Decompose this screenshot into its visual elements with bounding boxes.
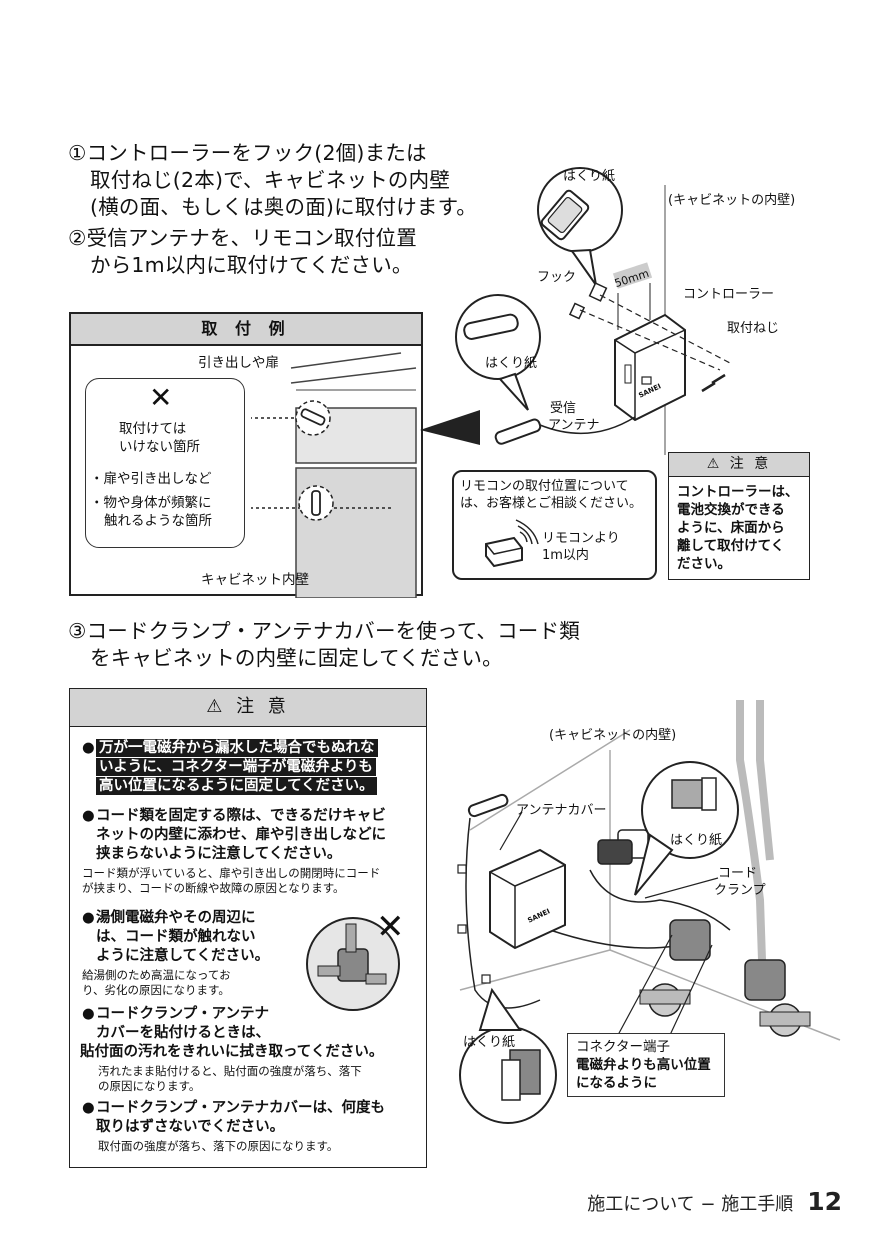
- bottom-cabinet-wall-label: (キャビネットの内壁): [549, 728, 677, 743]
- installation-example-box: 取 付 例 引き出しや扉 ✕ 取付けては いけない箇所 ・扉や引き出しなど ・物…: [69, 312, 423, 598]
- caution-item-3: ●湯側電磁弁やその周辺に は、コード類が触れない ように注意してください。 給湯…: [82, 910, 270, 997]
- remote-distance-label-2: 1m以内: [542, 548, 589, 563]
- cabinet-drawing: [251, 352, 417, 598]
- hot-valve-prohibited-drawing: ✕: [306, 907, 405, 1011]
- prohibited-x-icon: ✕: [376, 907, 405, 947]
- antenna-cover-icon: [467, 793, 509, 818]
- bullet-icon: ●: [82, 1100, 95, 1116]
- footer-section: 施工について − 施工手順: [587, 1194, 794, 1215]
- bullet-icon: ●: [82, 808, 95, 824]
- prohibited-area-box: ✕ 取付けては いけない箇所 ・扉や引き出しなど ・物や身体が頻繁に 触れるよう…: [85, 378, 245, 548]
- caution-item-1: ●万が一電磁弁から漏水した場合でもぬれな いように、コネクター端子が電磁弁よりも…: [82, 739, 378, 796]
- caution-controller-line-1: コントローラーは、: [677, 484, 799, 500]
- caution-controller-line-5: ださい。: [677, 556, 731, 572]
- hook-label: フック: [537, 270, 577, 285]
- step-2-line-1: ②受信アンテナを、リモコン取付位置: [68, 226, 417, 250]
- step-3-text: ③コードクランプ・アンテナカバーを使って、コード類 をキャビネットの内壁に固定し…: [68, 618, 580, 672]
- peel-paper-label: はくり紙: [563, 169, 616, 184]
- cabinet-inner-label: キャビネット内壁: [201, 572, 309, 588]
- caution-controller-head: ⚠ 注 意: [669, 453, 809, 477]
- antenna-peel-label: はくり紙: [485, 356, 538, 371]
- antenna-icon: [494, 418, 542, 445]
- connector-label-3: になるように: [576, 1075, 657, 1091]
- caution-controller-line-3: ように、床面から: [677, 520, 785, 536]
- antenna-label-1: 受信: [550, 401, 577, 416]
- bullet-icon: ●: [82, 1006, 95, 1022]
- bullet-icon: ●: [82, 910, 95, 926]
- bullet-icon: ●: [82, 740, 95, 756]
- caution-cord-title: 注 意: [236, 696, 290, 717]
- connector-terminal-box: コネクター端子 電磁弁よりも高い位置 になるように: [567, 1033, 725, 1097]
- remote-text-1: リモコンの取付位置について: [460, 479, 629, 494]
- step-3-line-2: をキャビネットの内壁に固定してください。: [90, 646, 503, 670]
- controller-icon: [489, 848, 566, 950]
- bottom-peel-label: はくり紙: [463, 1035, 516, 1050]
- warning-icon: ⚠: [206, 696, 227, 717]
- screw-label: 取付ねじ: [727, 321, 780, 336]
- connector-label-1: コネクター端子: [576, 1039, 670, 1055]
- antenna-label-2: アンテナ: [548, 418, 600, 433]
- caution-item-5: ●コードクランプ・アンテナカバーは、何度も 取りはずさないでください。 取付面の…: [82, 1100, 385, 1153]
- remote-text-2: は、お客様とご相談ください。: [460, 496, 643, 511]
- peel-paper-icon: [540, 189, 590, 241]
- cord-clamp-label-1: コード: [718, 866, 758, 881]
- page-number: 12: [807, 1187, 842, 1216]
- cabinet-wall-label: (キャビネットの内壁): [668, 193, 796, 208]
- prohibited-item-3: 触れるような箇所: [104, 513, 212, 529]
- step-1-line-2: 取付ねじ(2本)で、キャビネットの内壁: [90, 168, 451, 192]
- remote-distance-label-1: リモコンより: [542, 531, 620, 546]
- cord-clamp-label-2: クランプ: [714, 883, 766, 898]
- prohibited-title-2: いけない箇所: [119, 439, 200, 455]
- caution-controller-line-4: 離して取付けてく: [677, 538, 785, 554]
- caution-cord-box: ⚠ 注 意 ●万が一電磁弁から漏水した場合でもぬれな いように、コネクター端子が…: [69, 688, 427, 1168]
- controller-install-diagram: [420, 167, 731, 455]
- caution-controller-box: ⚠ 注 意 コントローラーは、 電池交換ができる ように、床面から 離して取付け…: [668, 452, 810, 580]
- warning-icon: ⚠: [706, 456, 723, 472]
- remote-position-box: リモコンの取付位置について は、お客様とご相談ください。 リモコンより 1m以内: [452, 470, 657, 580]
- antenna-peel-detail-circle: [455, 294, 541, 380]
- caution-cord-head: ⚠ 注 意: [70, 689, 426, 727]
- hook-icon: [588, 282, 608, 302]
- prohibited-title-1: 取付けては: [119, 421, 187, 437]
- caution-item-2: ●コード類を固定する際は、できるだけキャビ ネットの内壁に添わせ、扉や引き出しな…: [82, 808, 386, 895]
- step-2-text: ②受信アンテナを、リモコン取付位置 から1m以内に取付けてください。: [68, 225, 417, 279]
- prohibited-item-1: ・扉や引き出しなど: [90, 471, 212, 487]
- drawer-label: 引き出しや扉: [198, 355, 279, 371]
- step-1-text: ①コントローラーをフック(2個)または 取付ねじ(2本)で、キャビネットの内壁 …: [68, 140, 477, 221]
- controller-icon: [614, 313, 686, 422]
- caution-item-4: ●コードクランプ・アンテナ カバーを貼付けるときは、 貼付面の汚れをきれいに拭き…: [80, 1006, 384, 1093]
- page-footer: 施工について − 施工手順 12: [587, 1187, 842, 1216]
- example-title: 取 付 例: [71, 314, 421, 346]
- prohibited-mark-icon: ✕: [149, 381, 173, 414]
- clamp-peel-label: はくり紙: [670, 833, 723, 848]
- step-1-line-1: ①コントローラーをフック(2個)または: [68, 141, 427, 165]
- solenoid-valve-icon: [639, 919, 811, 1037]
- step-3-line-1: ③コードクランプ・アンテナカバーを使って、コード類: [68, 619, 580, 643]
- step-1-line-3: (横の面、もしくは奥の面)に取付けます。: [90, 195, 477, 219]
- screw-icon: [701, 373, 726, 393]
- step-2-line-2: から1m以内に取付けてください。: [90, 253, 413, 277]
- connector-label-2: 電磁弁よりも高い位置: [576, 1057, 711, 1073]
- prohibited-item-2: ・物や身体が頻繁に: [90, 495, 212, 511]
- antenna-cover-label: アンテナカバー: [516, 803, 607, 818]
- remote-icon: [485, 519, 539, 568]
- controller-label: コントローラー: [683, 287, 775, 302]
- caution-controller-line-2: 電池交換ができる: [677, 502, 785, 518]
- cord-fixing-diagram: [457, 700, 841, 1124]
- caution-controller-title: 注 意: [729, 456, 772, 472]
